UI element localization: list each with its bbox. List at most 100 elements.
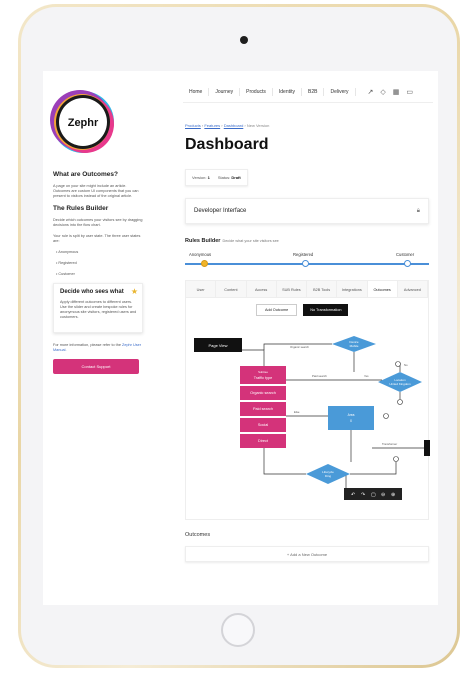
rules-tabs: User Content Access SUB Rules B2B Tools … <box>185 280 429 298</box>
chat-icon[interactable]: ▭ <box>406 88 414 96</box>
svg-text:Organic search: Organic search <box>250 391 276 395</box>
star-icon: ★ <box>130 287 138 296</box>
nav-products[interactable]: Products <box>240 87 273 96</box>
add-outcome-button[interactable]: Add Outcome <box>256 304 298 316</box>
rules-text-2: Your rule is split by user state. The th… <box>53 234 141 243</box>
shield-icon[interactable]: ◇ <box>380 88 386 96</box>
main-content: Products › Features › Dashboard › New Ve… <box>185 123 430 562</box>
svg-text:Subtree: Subtree <box>258 370 268 374</box>
flow-start-node[interactable] <box>194 338 242 352</box>
camera <box>240 36 248 44</box>
breadcrumb-dashboard[interactable]: Dashboard <box>223 123 244 128</box>
flow-area-box[interactable] <box>328 406 374 430</box>
flow-chart[interactable]: Page View Device Mobile Location United … <box>186 324 430 516</box>
state-label-anonymous: Anonymous <box>189 252 212 257</box>
svg-text:Transformer: Transformer <box>382 442 397 446</box>
grid-icon[interactable]: ▦ <box>392 88 400 96</box>
zoom-in-icon[interactable]: ⊕ <box>391 492 395 498</box>
panel-buttons: Add Outcome No Transformation <box>256 304 349 316</box>
version-info: Version: 1 <box>192 175 210 180</box>
tab-sub-rules[interactable]: SUB Rules <box>277 281 307 297</box>
rules-text-1: Decide which outcomes your visitors see … <box>53 218 143 227</box>
flow-end-node[interactable] <box>424 440 430 456</box>
svg-text:Mobile: Mobile <box>350 344 359 348</box>
what-title: What are Outcomes? <box>53 171 119 178</box>
nav-home[interactable]: Home <box>183 87 210 96</box>
svg-text:Organic search: Organic search <box>290 345 309 349</box>
external-link-icon[interactable]: ↗ <box>367 88 374 96</box>
flow-source-traffic[interactable] <box>240 366 286 384</box>
card-text: Apply different outcomes to different us… <box>60 300 137 319</box>
nav-identity[interactable]: Identity <box>273 87 302 96</box>
tab-user[interactable]: User <box>186 281 217 297</box>
nav-b2b[interactable]: B2B <box>302 87 325 96</box>
manual-link[interactable]: Zephr User Manual. <box>53 343 142 352</box>
what-text: A page on your site might include an art… <box>53 184 139 198</box>
fit-icon[interactable]: ▢ <box>371 492 376 498</box>
developer-interface-bar[interactable]: Developer Interface 🔒︎ <box>185 198 429 224</box>
flow-decision-lifecycle[interactable] <box>306 464 350 484</box>
slider-stop-customer[interactable] <box>404 260 411 267</box>
tab-content[interactable]: Content <box>216 281 247 297</box>
redo-icon[interactable]: ↷ <box>361 492 366 498</box>
flow-decision-location[interactable] <box>378 372 422 392</box>
zoom-out-icon[interactable]: ⊖ <box>381 492 385 498</box>
breadcrumb-products[interactable]: Products <box>185 123 201 128</box>
svg-text:Ding: Ding <box>325 474 332 478</box>
rules-title: The Rules Builder <box>53 205 109 212</box>
slider-stop-registered[interactable] <box>302 260 309 267</box>
breadcrumb-current: New Version <box>246 123 270 128</box>
tab-integrations[interactable]: Integrations <box>337 281 368 297</box>
slider-handle-anonymous[interactable] <box>201 260 208 267</box>
top-nav: Home Journey Products Identity B2B Deliv… <box>183 81 433 103</box>
lock-icon[interactable]: 🔒︎ <box>416 207 420 214</box>
app-screen: Zephr Home Journey Products Identity B2B… <box>43 71 438 605</box>
outcomes-title: Outcomes <box>185 532 211 538</box>
flow-source-paid[interactable] <box>240 402 286 416</box>
nav-delivery[interactable]: Delivery <box>324 87 356 96</box>
tab-outcomes[interactable]: Outcomes <box>367 281 398 297</box>
flow-toolbar: ↶ ↷ ▢ ⊖ ⊕ <box>344 488 402 500</box>
tab-access[interactable]: Access <box>247 281 277 297</box>
svg-text:Device: Device <box>349 340 359 344</box>
developer-interface-title: Developer Interface <box>194 208 247 214</box>
flow-source-organic[interactable] <box>240 386 286 400</box>
svg-text:Else: Else <box>294 410 300 414</box>
nav-icons: ↗ ◇ ▦ ▭ <box>368 88 414 96</box>
nav-journey[interactable]: Journey <box>209 87 241 96</box>
breadcrumb-features[interactable]: Features <box>204 123 221 128</box>
flow-panel: Add Outcome No Transformation <box>185 298 430 520</box>
state-label-customer: Customer <box>396 252 415 257</box>
svg-text:Paid search: Paid search <box>312 374 327 378</box>
svg-text:Yes: Yes <box>364 374 369 378</box>
svg-text:United Kingdom: United Kingdom <box>389 382 411 386</box>
add-new-outcome-button[interactable]: + Add a New Outcome <box>185 546 429 562</box>
tablet-bezel: Zephr Home Journey Products Identity B2B… <box>21 7 457 665</box>
state-list-item: • Registered <box>56 261 77 265</box>
state-list-item: • Customer <box>56 272 75 276</box>
version-status-box: Version: 1 Status: Draft <box>185 169 248 186</box>
page-title: Dashboard <box>185 136 269 153</box>
zephr-logo[interactable]: Zephr <box>49 87 117 157</box>
user-state-slider[interactable]: Anonymous Registered Customer <box>185 252 429 274</box>
flow-decision-device[interactable] <box>332 336 376 352</box>
state-label-registered: Registered <box>293 252 314 257</box>
svg-text:Paid search: Paid search <box>253 407 273 411</box>
tab-advanced[interactable]: Advanced <box>398 281 428 297</box>
more-info-text: For more information, please refer to th… <box>53 343 142 352</box>
home-button[interactable] <box>221 613 255 647</box>
undo-icon[interactable]: ↶ <box>351 492 355 498</box>
sidebar: What are Outcomes? A page on your site m… <box>53 171 143 374</box>
flow-source-social[interactable] <box>240 418 286 432</box>
contact-support-button[interactable]: Contact Support <box>53 359 139 374</box>
tablet-frame: Zephr Home Journey Products Identity B2B… <box>18 4 460 668</box>
flow-source-direct[interactable] <box>240 434 286 448</box>
rules-builder-subtitle: Decide what your site visitors see <box>222 239 279 243</box>
logo-text: Zephr <box>68 117 99 129</box>
state-list-item: • Anonymous <box>56 250 79 254</box>
tab-b2b-tools[interactable]: B2B Tools <box>307 281 338 297</box>
no-transformation-button[interactable]: No Transformation <box>303 304 349 316</box>
status-info: Status: Draft <box>217 175 241 180</box>
flow-start-label: Page View <box>208 343 227 348</box>
